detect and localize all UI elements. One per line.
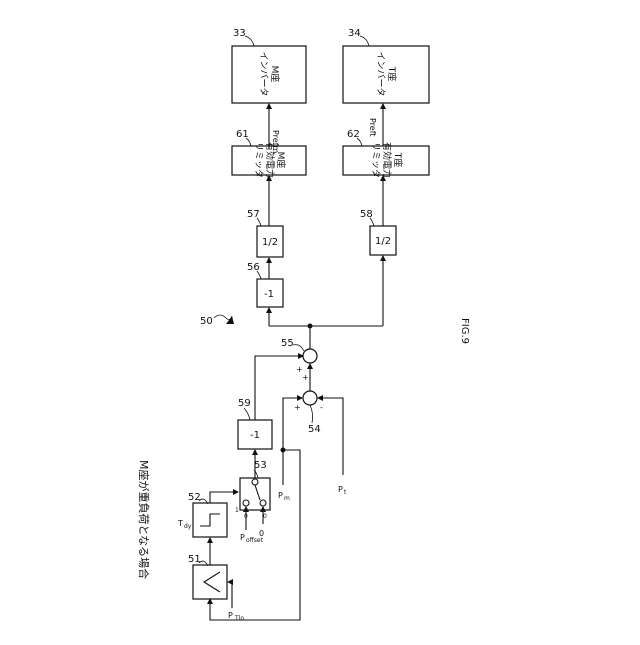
ref-52: 52 (188, 492, 201, 503)
arrow-into-34 (380, 103, 386, 109)
block-33-line2: インバータ (258, 51, 269, 96)
block-51-comparator: 51 (188, 554, 227, 599)
arrow-into-59 (252, 449, 258, 455)
arrow-into-51 (227, 579, 233, 585)
arrow-into-33 (266, 103, 272, 109)
svg-text:Tlo: Tlo (234, 615, 244, 622)
block-57-label: 1/2 (262, 237, 278, 248)
svg-text:P: P (228, 611, 233, 620)
block-62-line2: 有効電力 (381, 142, 393, 178)
svg-text:dy: dy (184, 523, 192, 530)
figure-title: M座が重負荷となる場合 (137, 460, 151, 579)
input-pt-label: P t (338, 485, 347, 496)
svg-text:1: 1 (235, 507, 239, 514)
summer-54-plus: + (294, 403, 301, 412)
block-56-label: -1 (264, 289, 274, 300)
input-pm-label: P m (278, 491, 290, 502)
svg-text:t: t (344, 489, 347, 496)
block-34-line1: T座 (386, 66, 398, 82)
block-59-label: -1 (250, 430, 260, 441)
input-zero-label: 0 (259, 529, 264, 538)
arrow-into-52 (207, 537, 213, 543)
ref-34: 34 (348, 28, 361, 39)
block-33-m-inverter: M座 インバータ 33 (232, 28, 306, 103)
svg-text:P: P (338, 485, 343, 494)
summer-55-plus-b: + (302, 373, 309, 382)
block-56-negate: -1 56 (247, 262, 283, 307)
block-52-label: T (177, 519, 183, 528)
block-34-line2: インバータ (375, 51, 386, 96)
signal-preft: Preft (368, 118, 377, 137)
summer-54-minus: - (320, 403, 323, 412)
wire-ptlo (228, 582, 232, 608)
ref-55: 55 (281, 338, 294, 349)
arrow-into-53 (233, 489, 239, 495)
block-57-half: 1/2 57 (247, 209, 283, 257)
ref-54: 54 (308, 424, 321, 435)
arrow-into-54-right (317, 395, 323, 401)
block-52-delay: 52 T dy (177, 492, 227, 537)
ref-56: 56 (247, 262, 260, 273)
block-34-t-inverter: T座 インバータ 34 (343, 28, 429, 103)
svg-text:P: P (278, 491, 283, 500)
block-58-label: 1/2 (375, 236, 391, 247)
arrow-into-55-bottom (307, 363, 313, 369)
svg-text:P: P (240, 533, 245, 542)
arrow-into-58 (380, 255, 386, 261)
ref-59: 59 (238, 398, 251, 409)
ref-57: 57 (247, 209, 260, 220)
arrow-into-54-left (297, 395, 303, 401)
arrow-into-57 (266, 257, 272, 263)
block-58-half: 1/2 58 (360, 209, 396, 255)
signal-prefm: Prefm (271, 130, 280, 154)
ref-33: 33 (233, 28, 246, 39)
svg-text:0: 0 (263, 513, 267, 520)
block-61-line1: M座 (275, 152, 287, 169)
ref-58: 58 (360, 209, 373, 220)
summer-55: + + 55 (281, 338, 317, 382)
block-61-line3: リミッタ (253, 142, 264, 178)
ref-51: 51 (188, 554, 201, 565)
block-62-line1: T座 (392, 152, 404, 168)
figure-label: FIG.9 (459, 318, 470, 344)
arrow-into-56 (266, 307, 272, 313)
ref-53: 53 (254, 460, 267, 471)
svg-text:50: 50 (200, 316, 213, 327)
svg-text:offset: offset (246, 537, 264, 544)
block-62-t-limiter: T座 有効電力 リミッタ 62 (343, 129, 429, 178)
block-62-line3: リミッタ (370, 142, 381, 178)
block-33-line1: M座 (269, 66, 281, 83)
svg-text:m: m (284, 495, 290, 502)
system-ref-50: 50 (200, 315, 234, 327)
